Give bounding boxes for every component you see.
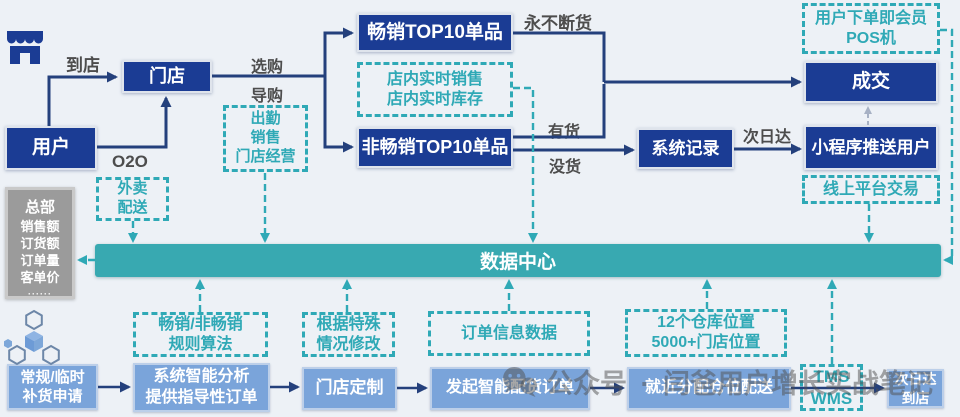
bottom-arrows [98,381,885,394]
label-out-of-stock: 没货 [549,159,582,176]
label-select: 选购 [251,59,284,76]
flow-smart-analysis: 系统智能分析 提供指导性订单 [133,363,270,412]
node-user: 用户 [5,126,97,170]
note-order-info: 订单信息数据 [428,311,590,356]
note-takeout-delivery: 外卖 配送 [96,177,169,221]
replenish-line2: 补货申请 [22,388,83,405]
smart-analysis-line2: 提供指导性订单 [145,388,258,406]
node-user-label: 用户 [31,137,70,159]
note-member-pos-line1: 用户下单即会员 [814,9,927,27]
network-cubes-icon [4,309,60,366]
note-takeout-line1: 外卖 [117,180,148,198]
data-center-bar: 数据中心 [95,244,941,277]
note-locations: 12个仓库位置 5000+门店位置 [625,309,787,357]
hq-metric-sales: 销售额 [20,219,60,234]
watermark: 公众号 · 闫爸用户增长实战笔记 [501,362,933,401]
note-realtime: 店内实时销售 店内实时库存 [357,62,513,117]
wechat-icon [503,366,538,397]
note-online-trade-label: 线上平台交易 [822,180,919,198]
hq-panel: 总部 销售额 订货额 订单量 客单价 ······ [5,187,75,299]
note-special-edit: 根据特殊 情况修改 [302,312,395,357]
store-custom-label: 门店定制 [315,378,384,398]
nearby-allocate-label: 就近分配仓位配送 [644,379,773,397]
node-system-record: 系统记录 [637,128,734,169]
node-hot-top10: 畅销TOP10单品 [357,13,513,52]
node-deal: 成交 [804,61,938,103]
node-miniprogram-push: 小程序推送用户 [804,125,938,170]
hq-metric-orders-amt: 订货额 [20,236,60,252]
next-day-line1: 次日达 [894,371,937,388]
node-nonhot-top10-label: 非畅销TOP10单品 [361,137,509,158]
next-day-line2: 到店 [901,389,930,406]
hq-title: 总部 [24,199,55,216]
storefront-icon [7,31,43,64]
node-store: 门店 [122,60,212,93]
hq-metric-order-count: 订单量 [20,253,60,269]
label-guide: 导购 [251,88,284,105]
data-center-label: 数据中心 [479,252,556,273]
note-takeout-line2: 配送 [117,199,148,216]
note-locations-line2: 5000+门店位置 [651,334,761,351]
label-o2o: O2O [112,152,148,171]
smart-analysis-line1: 系统智能分析 [153,367,250,385]
note-realtime-line1: 店内实时销售 [386,70,483,88]
label-next-day: 次日达 [743,129,792,146]
note-rules-line2: 规则算法 [168,335,233,353]
node-nonhot-top10: 非畅销TOP10单品 [357,127,513,168]
note-realtime-line2: 店内实时库存 [386,90,483,108]
flow-replenish-request: 常规/临时 补货申请 [7,364,98,410]
label-arrive-store: 到店 [66,56,100,75]
note-member-pos-line2: POS机 [846,29,896,47]
note-store-ops: 出勤 销售 门店经营 [223,105,308,172]
note-locations-line1: 12个仓库位置 [657,314,755,331]
flow-next-day-arrive: 次日达 到店 [887,369,944,408]
node-miniprogram-push-label: 小程序推送用户 [811,137,931,157]
note-wms-label: WMS [810,388,853,408]
flow-nearby-allocate: 就近分配仓位配送 [627,367,791,410]
node-deal-label: 成交 [851,71,890,93]
note-store-ops-line3: 门店经营 [235,147,296,165]
navy-connectors [47,27,802,156]
note-special-line1: 根据特殊 [316,315,381,333]
node-system-record-label: 系统记录 [651,138,720,158]
node-store-label: 门店 [149,66,185,87]
watermark-text: 公众号 · 闫爸用户增长实战笔记 [546,369,933,399]
flow-store-custom: 门店定制 [302,367,397,410]
note-member-pos: 用户下单即会员 POS机 [802,3,940,54]
flow-smart-order: 发起智能配货订单 [430,367,590,410]
label-never-out-of-stock: 永不断货 [524,14,592,33]
hq-dots: ······ [28,288,52,299]
note-store-ops-line2: 销售 [250,129,281,147]
note-tms-label: TMS [813,367,850,387]
note-special-line2: 情况修改 [316,335,381,353]
note-rules-line1: 畅销/非畅销 [158,315,243,333]
replenish-line1: 常规/临时 [20,368,85,386]
hq-metric-avg-ticket: 客单价 [20,270,60,286]
node-hot-top10-label: 畅销TOP10单品 [367,21,503,43]
teal-dashed-connectors [77,28,954,364]
note-rules-algo: 畅销/非畅销 规则算法 [133,312,268,357]
note-store-ops-line1: 出勤 [250,110,281,128]
note-online-trade: 线上平台交易 [802,175,940,204]
note-order-info-label: 订单信息数据 [460,324,557,342]
